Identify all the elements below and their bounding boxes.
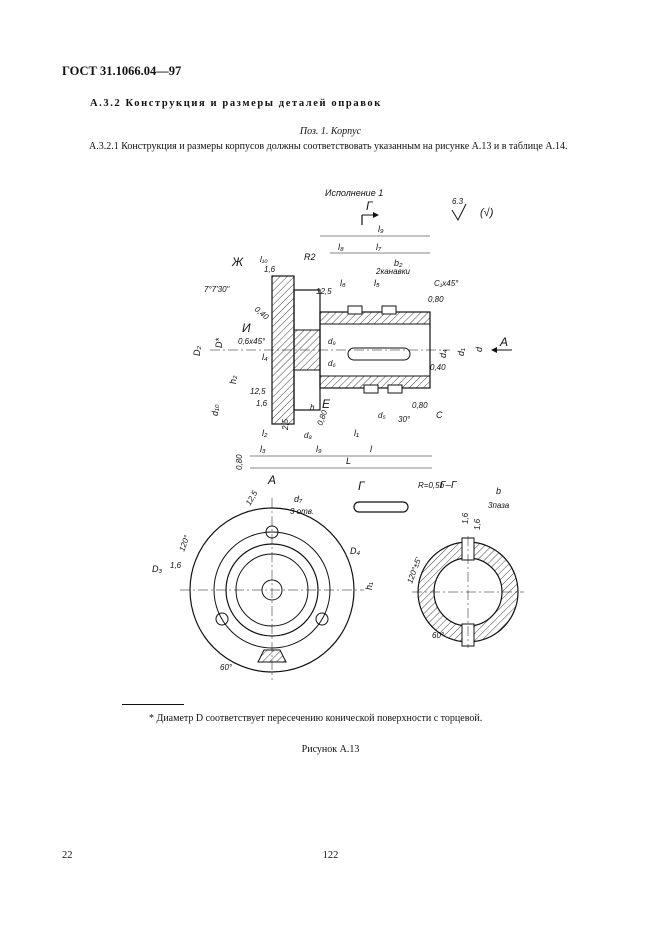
rough-080-a: 0,80 bbox=[428, 295, 444, 304]
execution-label: Исполнение 1 bbox=[325, 188, 383, 198]
dim-l8: l₈ bbox=[338, 242, 344, 252]
grooves-label: 2канавки bbox=[375, 267, 410, 276]
rough-16-b: 1,6 bbox=[256, 399, 268, 408]
dim-l9-bottom: l₉ bbox=[316, 444, 322, 454]
dim-l9-top: l₉ bbox=[378, 224, 384, 234]
mark-e: Е bbox=[322, 397, 331, 411]
subsection-title: Поз. 1. Корпус bbox=[299, 126, 362, 137]
page-number-center: 122 bbox=[322, 850, 339, 861]
dim-l4: l₄ bbox=[262, 352, 268, 362]
rough-25: 2,5 bbox=[281, 418, 290, 431]
dim-d1: d₁ bbox=[456, 348, 466, 356]
groove-3 bbox=[363, 384, 379, 394]
rough-125-c: 12,5 bbox=[244, 489, 260, 507]
figure-caption: Рисунок А.13 bbox=[301, 744, 360, 755]
bolt-hole-2 bbox=[215, 612, 229, 626]
roughness-value: 6.3 bbox=[452, 197, 464, 206]
dim-l5: l₅ bbox=[374, 278, 380, 288]
dim-d4: d₄ bbox=[438, 349, 448, 358]
groove-1 bbox=[347, 305, 363, 315]
dim-h2: h₂ bbox=[228, 375, 238, 384]
dim-d6: d₆ bbox=[328, 359, 336, 368]
angle-30: 30° bbox=[398, 415, 411, 424]
roughness-symbol-icon bbox=[451, 203, 467, 222]
mark-zh: Ж bbox=[231, 255, 244, 269]
dim-D2: D₂ bbox=[192, 346, 202, 356]
rough-16-a: 1,6 bbox=[264, 265, 276, 274]
radius-r2: R2 bbox=[304, 252, 316, 262]
rough-040-a: 0,40 bbox=[253, 305, 271, 322]
dim-h1: h₁ bbox=[364, 582, 374, 590]
dim-h: h bbox=[310, 403, 315, 412]
view-a bbox=[180, 498, 364, 680]
section-title: А.3.2 Конструкция и размеры деталей опра… bbox=[90, 98, 382, 109]
groove-4 bbox=[387, 384, 403, 394]
section-view bbox=[210, 275, 450, 425]
rough-080-d: 0,80 bbox=[235, 454, 244, 470]
bolt-hole-3 bbox=[315, 612, 329, 626]
angle-label: 7°7'30" bbox=[204, 285, 231, 294]
dim-l6: l₆ bbox=[340, 278, 346, 288]
dim-l: l bbox=[370, 444, 373, 454]
mark-g2: Г bbox=[358, 479, 366, 493]
dim-L: L bbox=[346, 456, 351, 466]
mark-i: И bbox=[242, 321, 251, 335]
dim-c: C bbox=[436, 410, 443, 420]
dim-d10: d₁₀ bbox=[210, 404, 220, 416]
page-number-left: 22 bbox=[62, 850, 73, 861]
dim-l10: l₁₀ bbox=[260, 255, 268, 264]
roughness-paren: (√) bbox=[480, 207, 494, 219]
holes-label: 3 отв. bbox=[290, 507, 314, 516]
rough-080-b: 0,80 bbox=[315, 408, 329, 426]
rough-125-b: 12,5 bbox=[250, 387, 266, 396]
dim-b: b bbox=[496, 486, 501, 496]
dim-b2: b₂ bbox=[394, 258, 403, 268]
dim-D4: D₄ bbox=[350, 546, 360, 556]
dim-D: D* bbox=[214, 338, 224, 348]
rough-16-d: 1,6 bbox=[461, 512, 470, 524]
keyway-slot bbox=[347, 347, 411, 361]
angle-60-b: 60° bbox=[432, 631, 445, 640]
dim-l7: l₇ bbox=[376, 242, 382, 252]
slots-label: 3паза bbox=[488, 501, 510, 510]
footnote: * Диаметр D соответствует пересечению ко… bbox=[149, 713, 483, 724]
dim-l2: l₂ bbox=[262, 428, 268, 438]
dim-l1: l₁ bbox=[354, 428, 359, 438]
rough-080-c: 0,80 bbox=[412, 401, 428, 410]
footnote-rule bbox=[122, 704, 184, 705]
groove-2 bbox=[381, 305, 397, 315]
shank-wall-top bbox=[319, 311, 431, 325]
body-paragraph: А.3.2.1 Конструкция и размеры корпусов д… bbox=[89, 141, 568, 152]
section-gg bbox=[412, 536, 524, 648]
key-detail bbox=[353, 501, 409, 513]
dim-d: d bbox=[474, 346, 484, 352]
dim-d9: d₉ bbox=[328, 337, 336, 346]
rough-16-c: 1,6 bbox=[170, 561, 182, 570]
rough-125-a: 12,5 bbox=[316, 287, 332, 296]
dim-d7: d₇ bbox=[294, 494, 303, 504]
cut-mark-top: Г bbox=[366, 199, 374, 213]
angle-60-a: 60° bbox=[220, 663, 233, 672]
dim-D3: D₃ bbox=[152, 564, 162, 574]
radius-r05b: R=0,5b bbox=[418, 481, 445, 490]
arrow-a-label: А bbox=[499, 335, 508, 349]
dim-l3: l₃ bbox=[260, 444, 266, 454]
section-gg-title: Г–Г bbox=[440, 480, 458, 491]
document-header: ГОСТ 31.1066.04—97 bbox=[62, 64, 182, 78]
chamfer-c1: C₁x45° bbox=[434, 279, 459, 288]
dim-d8: d₈ bbox=[304, 431, 312, 440]
bore-hatch bbox=[293, 329, 321, 371]
rough-16-e: 1,6 bbox=[473, 518, 482, 530]
technical-drawing: Исполнение 1 6.3 (√) Г l₉ l₈ l₇ b₂ 2кана… bbox=[152, 188, 524, 680]
view-a-title: А bbox=[267, 473, 276, 487]
dim-d5: d₅ bbox=[378, 411, 386, 420]
rough-040-b: 0,40 bbox=[430, 363, 446, 372]
chamfer-045: 0,6x45° bbox=[238, 337, 266, 346]
angle-120: 120° bbox=[177, 533, 191, 552]
